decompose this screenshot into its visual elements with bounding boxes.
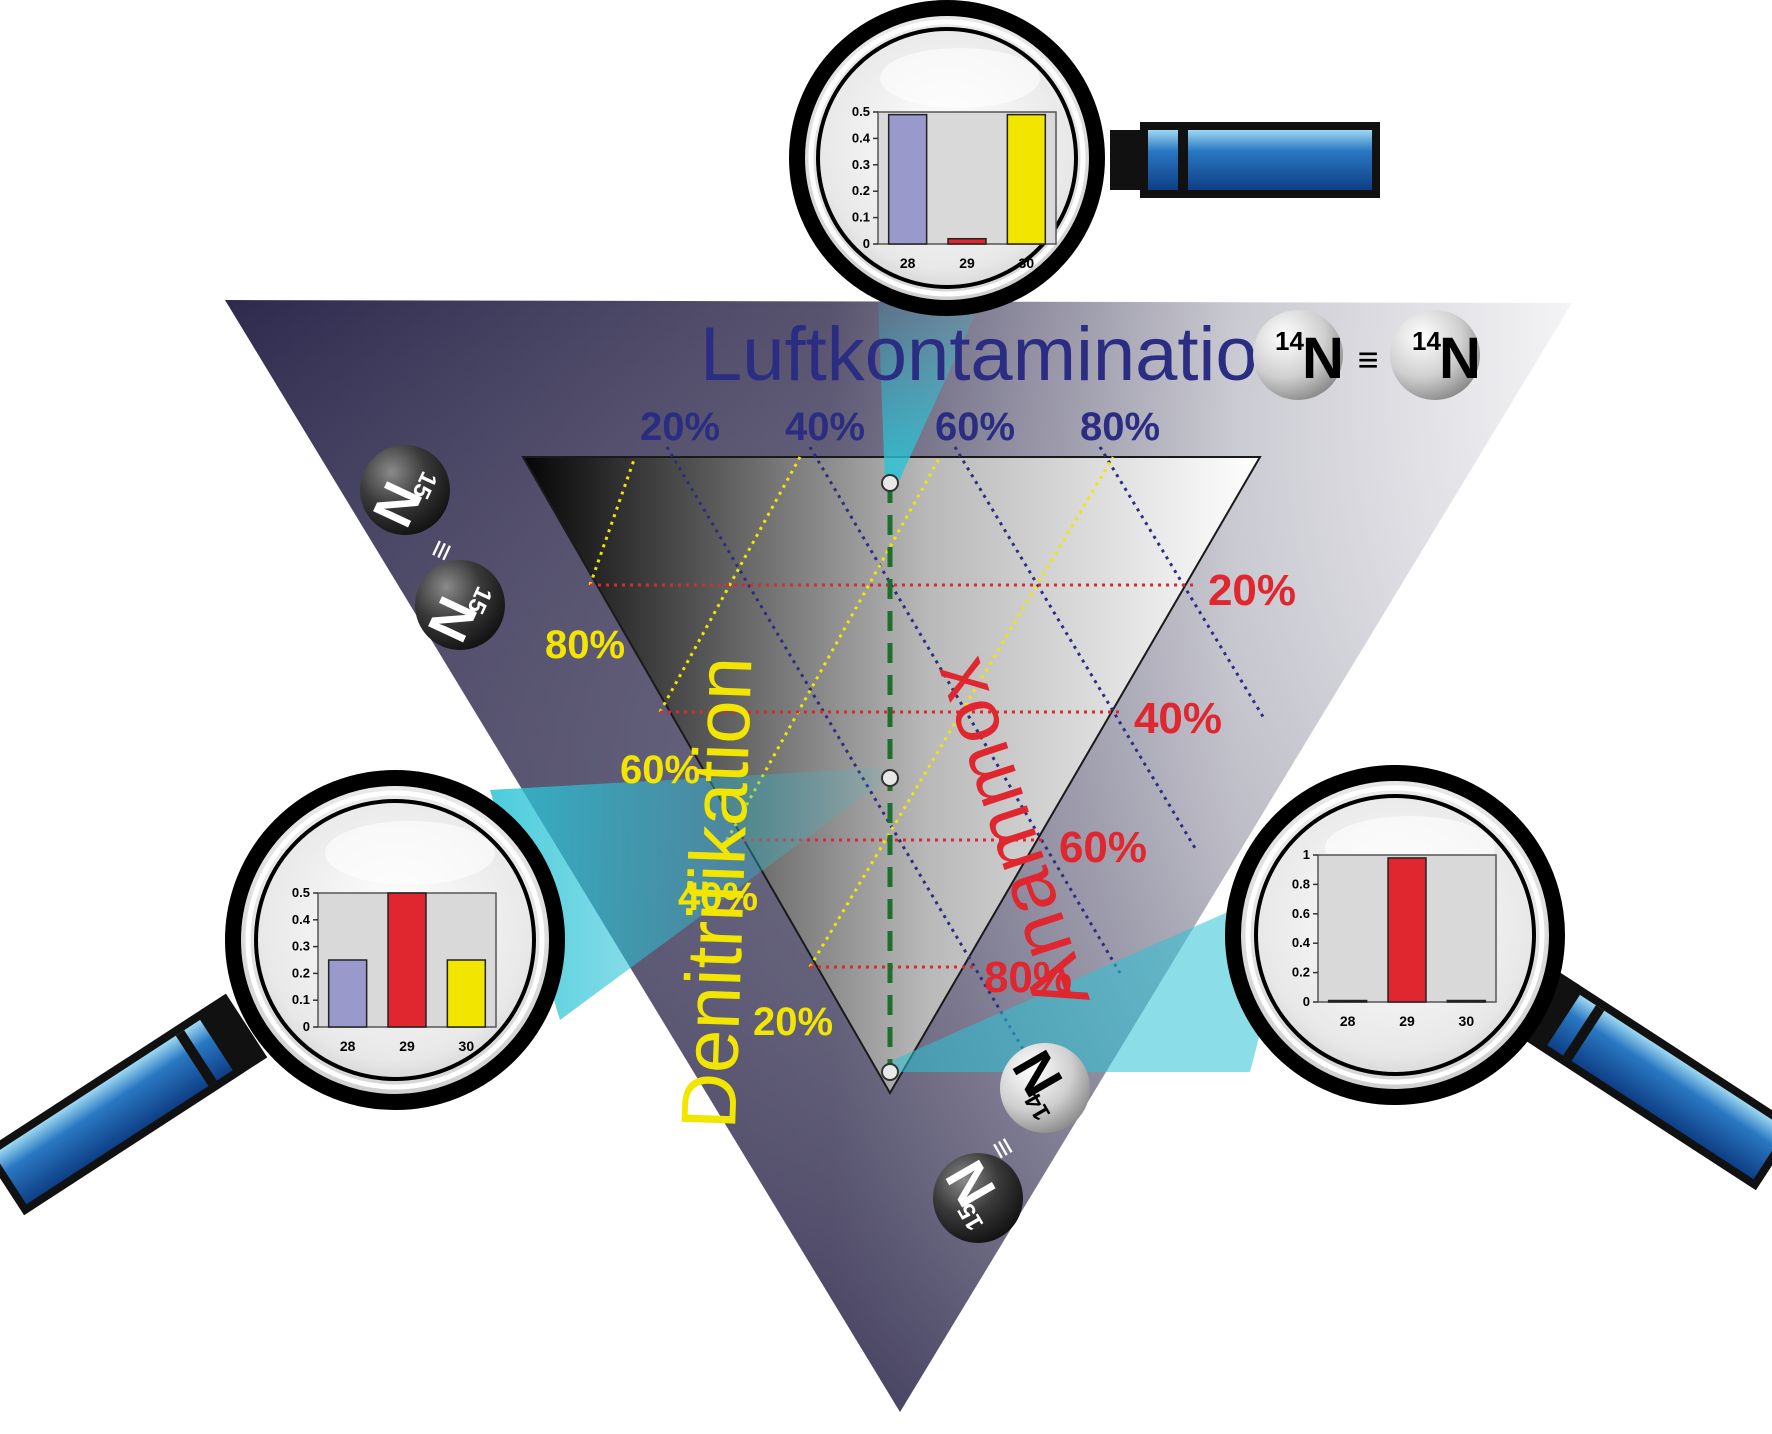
bar-29: [947, 237, 987, 245]
y-tick-label: 0.3: [852, 157, 870, 172]
top-axis-title: Luftkontamination: [700, 312, 1300, 397]
isotope-chart-top: 0 0.1 0.2 0.3 0.4 0.5 28 29 30: [852, 104, 1057, 271]
x-tick-label: 29: [959, 255, 975, 271]
bar-29: [1387, 857, 1427, 1003]
atom-ball-dark: [360, 445, 450, 535]
left-tick-2: 40%: [678, 875, 758, 919]
y-tick-label: 0.2: [292, 965, 310, 980]
point-top: [881, 474, 899, 492]
x-tick-label: 28: [340, 1038, 356, 1054]
isotope-chart-left: 0 0.1 0.2 0.3 0.4 0.5 28 29 30: [292, 885, 497, 1054]
atom-ball-dark: [933, 1153, 1023, 1243]
magnifier-handle-left: [0, 993, 268, 1216]
left-axis-title: Denitrifikation: [664, 655, 768, 1130]
top-ticks: 20% 40% 60% 80%: [640, 405, 1160, 449]
molecule-n14-n15: 14 N ≡ 15 N: [933, 1040, 1090, 1243]
isotope-chart-right: 0 0.2 0.4 0.6 0.8 1 28 29 30: [1292, 847, 1497, 1029]
y-tick-label: 1: [1303, 847, 1310, 862]
y-tick-label: 0: [863, 236, 870, 251]
right-tick-3: 60%: [1059, 823, 1147, 872]
y-tick-label: 0.4: [1292, 935, 1311, 950]
top-tick-4: 80%: [1080, 405, 1160, 449]
y-tick-label: 0.3: [292, 939, 310, 954]
top-tick-2: 40%: [785, 405, 865, 449]
atom-ball-white: [1253, 310, 1343, 400]
y-tick-label: 0.1: [292, 992, 310, 1007]
y-tick-label: 0.1: [852, 210, 870, 225]
left-tick-1: 20%: [753, 1000, 833, 1044]
x-tick-label: 28: [900, 255, 916, 271]
x-tick-label: 30: [459, 1038, 475, 1054]
triple-bond: ≡: [1357, 339, 1378, 380]
right-tick-2: 40%: [1134, 694, 1222, 743]
y-tick-label: 0.8: [1292, 876, 1310, 891]
magnifier-handle-right: [1512, 968, 1772, 1191]
bar-28: [887, 113, 928, 245]
x-tick-label: 30: [1019, 255, 1035, 271]
y-tick-label: 0.4: [292, 912, 311, 927]
x-tick-label: 29: [399, 1038, 415, 1054]
y-tick-label: 0.6: [1292, 906, 1310, 921]
bar-29: [387, 892, 427, 1028]
right-tick-4: 80%: [984, 953, 1072, 1002]
y-tick-label: 0.4: [852, 130, 871, 145]
y-tick-label: 0.5: [292, 885, 310, 900]
bar-30: [446, 959, 487, 1028]
left-tick-4: 80%: [545, 623, 625, 667]
atom-ball-dark: [415, 560, 505, 650]
atom-ball-white: [1390, 310, 1480, 400]
mass-number: 14: [1412, 326, 1441, 356]
top-tick-1: 20%: [640, 405, 720, 449]
right-tick-1: 20%: [1208, 566, 1296, 615]
atom-ball-white: [1000, 1043, 1090, 1133]
magnifier-handle-top: [1110, 122, 1380, 198]
point-middle: [881, 769, 899, 787]
y-tick-label: 0.2: [852, 183, 870, 198]
atom-symbol: N: [1302, 326, 1344, 391]
x-tick-label: 29: [1399, 1013, 1415, 1029]
left-tick-3: 60%: [620, 748, 700, 792]
bar-30: [1006, 113, 1047, 245]
bar-28: [327, 959, 368, 1028]
beam-right: [893, 880, 1300, 1072]
y-tick-label: 0: [303, 1019, 310, 1034]
bar-30: [1446, 999, 1487, 1003]
molecule-n14-n14: 14 N ≡ 14 N: [1253, 310, 1481, 400]
bar-28: [1327, 999, 1368, 1003]
right-ticks: 20% 40% 60% 80%: [984, 566, 1296, 1002]
point-bottom: [881, 1063, 899, 1081]
x-tick-label: 30: [1459, 1013, 1475, 1029]
left-ticks: 20% 40% 60% 80%: [545, 623, 833, 1044]
x-tick-label: 28: [1340, 1013, 1356, 1029]
beam-top: [878, 300, 982, 483]
mass-number: 14: [1275, 326, 1304, 356]
y-tick-label: 0: [1303, 994, 1310, 1009]
atom-symbol: N: [1439, 326, 1481, 391]
grid-blue: [665, 446, 1267, 1094]
top-tick-3: 60%: [935, 405, 1015, 449]
beam-left: [490, 768, 885, 1020]
y-tick-label: 0.5: [852, 104, 870, 119]
y-tick-label: 0.2: [1292, 965, 1310, 980]
